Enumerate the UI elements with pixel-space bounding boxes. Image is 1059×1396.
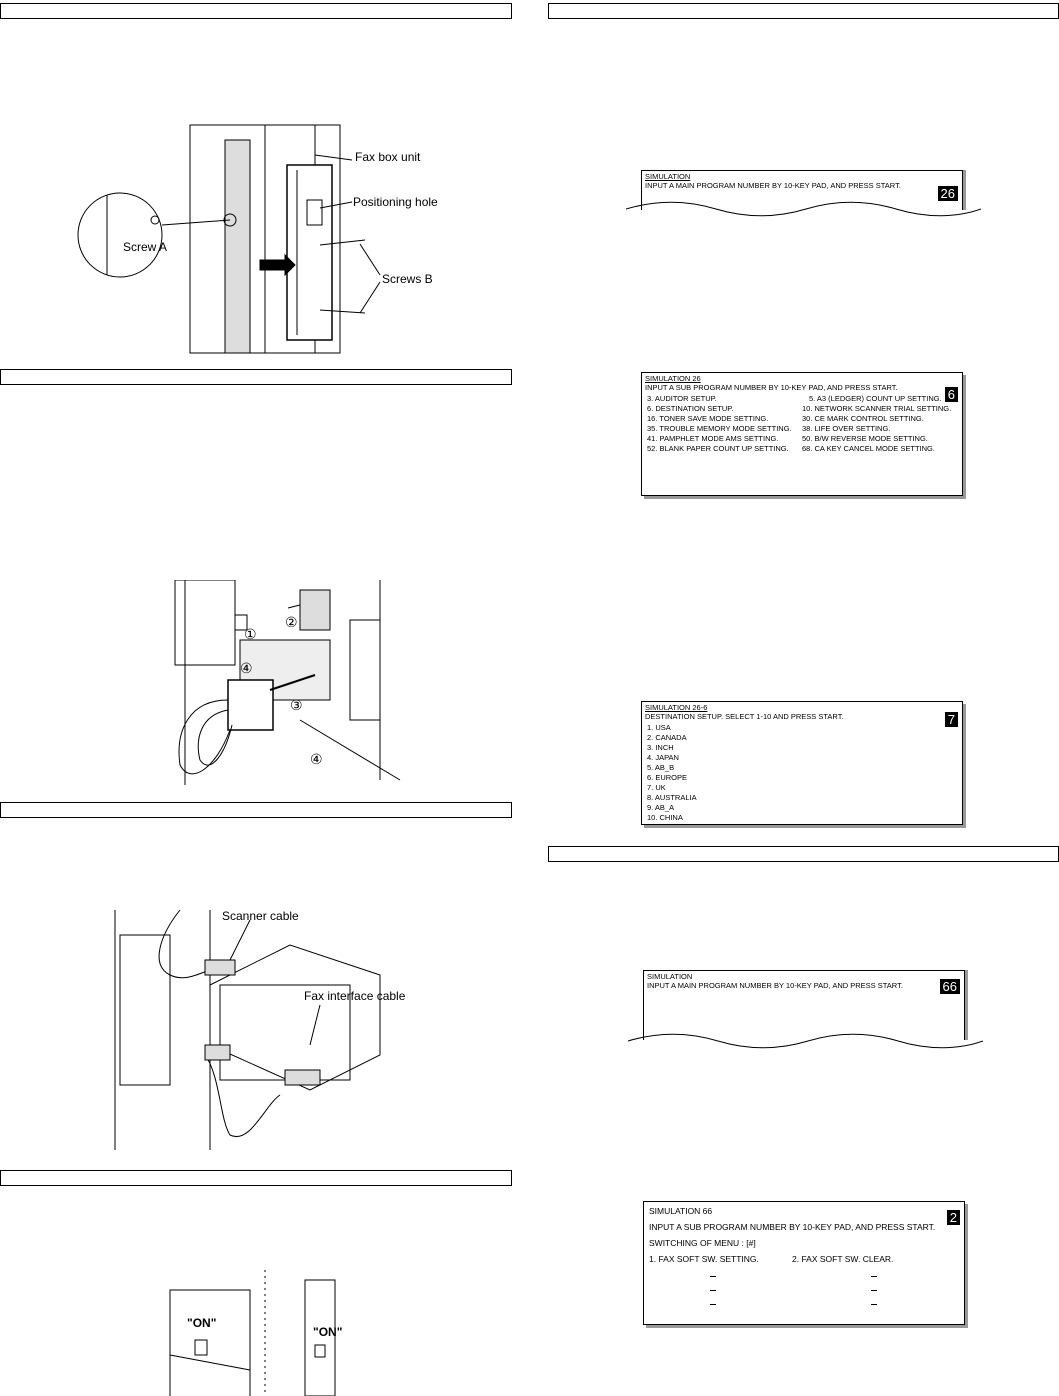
menu-item-fax-soft-clear: 2. FAX SOFT SW. CLEAR. xyxy=(792,1254,894,1264)
section-header-bar xyxy=(548,846,1059,862)
screen-title: SIMULATION xyxy=(647,972,693,981)
program-number-display: 7 xyxy=(944,712,958,727)
list-item: 16. TONER SAVE MODE SETTING.30. CE MARK … xyxy=(647,414,924,423)
menu-switching-text: SWITCHING OF MENU : [#] xyxy=(649,1238,756,1248)
section-header-bar xyxy=(548,3,1059,19)
power-switch-figure: "ON" "ON" xyxy=(165,1270,365,1396)
menu-item-fax-soft-setting: 1. FAX SOFT SW. SETTING. xyxy=(649,1254,759,1264)
placeholder-dash xyxy=(710,1290,716,1291)
screws-b-label: Screws B xyxy=(382,272,433,286)
list-item: 4. JAPAN xyxy=(647,753,679,762)
list-item: 3. AUDITOR SETUP.5. A3 (LEDGER) COUNT UP… xyxy=(647,394,942,403)
fax-interface-cable-label: Fax interface cable xyxy=(304,989,406,1003)
screen-instruction: INPUT A MAIN PROGRAM NUMBER BY 10-KEY PA… xyxy=(645,181,901,190)
list-item: 9. AB_A xyxy=(647,803,675,812)
on-label-left: "ON" xyxy=(187,1316,217,1330)
screen-instruction: INPUT A SUB PROGRAM NUMBER BY 10-KEY PAD… xyxy=(649,1222,936,1232)
simulation-26-6-screen: SIMULATION 26-6 DESTINATION SETUP. SELEC… xyxy=(641,701,963,825)
list-item: 6. EUROPE xyxy=(647,773,688,782)
list-item: 6. DESTINATION SETUP.10. NETWORK SCANNER… xyxy=(647,404,952,413)
list-item: 8. AUSTRALIA xyxy=(647,793,697,802)
screen-title: SIMULATION xyxy=(645,172,691,181)
list-item: 35. TROUBLE MEMORY MODE SETTING.38. LIFE… xyxy=(647,424,891,433)
program-number-display: 66 xyxy=(939,979,960,994)
placeholder-dash xyxy=(871,1276,877,1277)
simulation-66-screen: SIMULATION 66 2 INPUT A SUB PROGRAM NUMB… xyxy=(643,1201,965,1325)
positioning-hole-label: Positioning hole xyxy=(353,195,438,209)
list-item: 7. UK xyxy=(647,783,666,792)
section-header-bar xyxy=(0,802,512,818)
placeholder-dash xyxy=(871,1290,877,1291)
step-3-marker: ③ xyxy=(290,697,303,713)
screen-title: SIMULATION 26-6 xyxy=(645,703,708,712)
screw-a-label: Screw A xyxy=(123,240,168,254)
section-header-bar xyxy=(0,369,512,385)
simulation-26-screen: SIMULATION 26 INPUT A SUB PROGRAM NUMBER… xyxy=(641,372,963,496)
program-number-display: 2 xyxy=(946,1210,960,1225)
screen-title: SIMULATION 66 xyxy=(649,1206,713,1216)
list-item: 2. CANADA xyxy=(647,733,687,742)
program-number-display: 26 xyxy=(937,186,958,201)
screen-torn-edge xyxy=(628,1033,983,1049)
step-4b-marker: ④ xyxy=(310,751,323,767)
step-4a-marker: ④ xyxy=(240,660,253,676)
placeholder-dash xyxy=(710,1276,716,1277)
fax-box-unit-label: Fax box unit xyxy=(355,150,421,164)
screen-torn-edge xyxy=(626,201,981,217)
step-2-marker: ② xyxy=(285,614,298,630)
step-1-marker: ① xyxy=(244,626,257,642)
program-number-display: 6 xyxy=(944,387,958,402)
sub-program-list: 3. AUDITOR SETUP.5. A3 (LEDGER) COUNT UP… xyxy=(647,394,957,454)
list-item: 41. PAMPHLET MODE AMS SETTING.50. B/W RE… xyxy=(647,434,928,443)
section-header-bar xyxy=(0,1170,512,1186)
list-item: 10. CHINA xyxy=(647,813,683,822)
list-item: 1. USA xyxy=(647,723,671,732)
screen-instruction: INPUT A MAIN PROGRAM NUMBER BY 10-KEY PA… xyxy=(647,981,903,990)
screen-instruction: INPUT A SUB PROGRAM NUMBER BY 10-KEY PAD… xyxy=(645,383,898,392)
destination-list: 1. USA 2. CANADA 3. INCH 4. JAPAN 5. AB_… xyxy=(647,723,697,823)
placeholder-dash xyxy=(710,1304,716,1305)
list-item: 3. INCH xyxy=(647,743,674,752)
connector-figure: ① ② ③ ④ ④ xyxy=(170,580,410,790)
fax-box-figure: Fax box unit Positioning hole Screw A Sc… xyxy=(75,120,455,355)
simulation-main-screen-26: SIMULATION INPUT A MAIN PROGRAM NUMBER B… xyxy=(641,170,963,210)
simulation-main-screen-66: SIMULATION INPUT A MAIN PROGRAM NUMBER B… xyxy=(643,970,965,1040)
screen-title: SIMULATION 26 xyxy=(645,374,701,383)
list-item: 52. BLANK PAPER COUNT UP SETTING.68. CA … xyxy=(647,444,935,453)
on-label-right: "ON" xyxy=(313,1325,343,1339)
scanner-cable-label: Scanner cable xyxy=(222,909,299,923)
cables-figure: Scanner cable Fax interface cable xyxy=(110,905,410,1155)
section-header-bar xyxy=(0,3,512,19)
screen-instruction: DESTINATION SETUP. SELECT 1-10 AND PRESS… xyxy=(645,712,844,721)
placeholder-dash xyxy=(871,1304,877,1305)
list-item: 5. AB_B xyxy=(647,763,675,772)
